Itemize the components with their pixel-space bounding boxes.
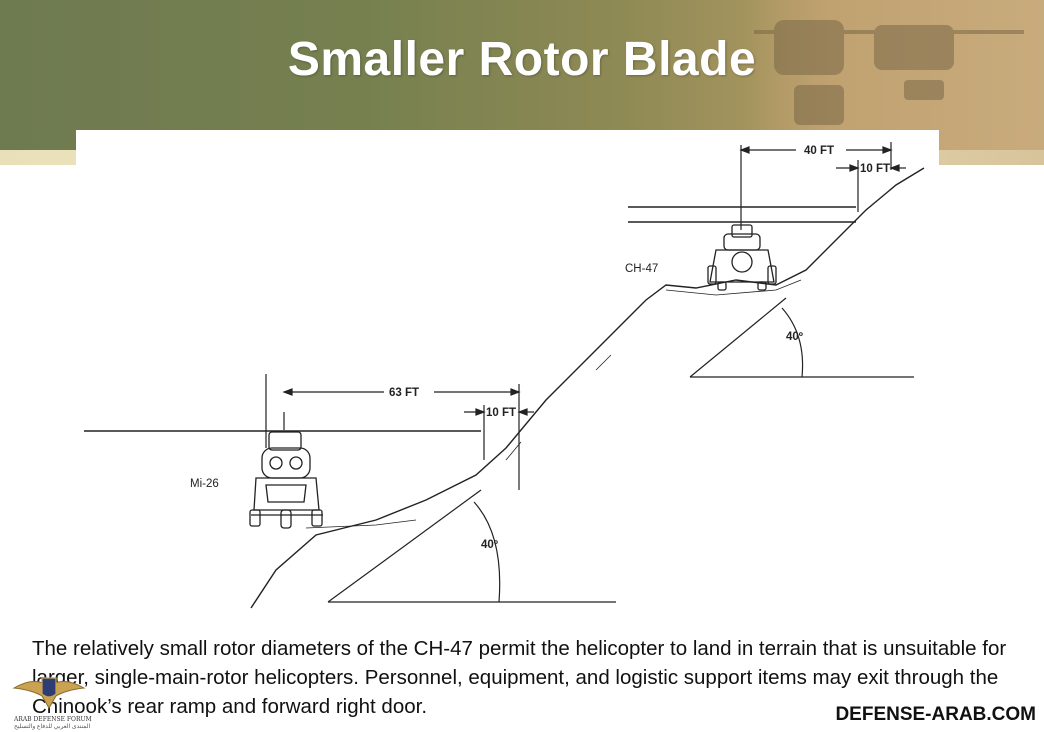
- forum-logo-text: ARAB DEFENSE FORUM: [14, 716, 92, 723]
- forum-logo: ARAB DEFENSE FORUM المنتدى العربي للدفاع…: [4, 668, 94, 732]
- ch47-slope-angle-marker: [689, 297, 914, 378]
- eagle-shield-icon: [12, 677, 86, 709]
- mi26-slope-angle-label: 40º: [481, 539, 498, 551]
- mi26-dimension-63ft: [282, 384, 521, 490]
- mi26-helicopter: [249, 431, 323, 529]
- mi26-rotor-span-label: 63 FT: [389, 387, 419, 399]
- ch47-slope-angle-label: 40º: [786, 331, 803, 343]
- helicopter-landing-diagram: Mi-26 63 FT 10 FT 40º CH-47 40 FT 10 FT …: [84, 142, 925, 609]
- ch47-label: CH-47: [625, 263, 658, 275]
- mi26-label: Mi-26: [190, 478, 219, 490]
- mi26-rotor-blade: [84, 374, 481, 448]
- slide-title: Smaller Rotor Blade: [287, 33, 757, 86]
- ch47-rotor-blades: [628, 145, 856, 230]
- site-watermark: DEFENSE-ARAB.COM: [835, 704, 1036, 725]
- terrain-slope: [250, 167, 925, 609]
- caption-text: The relatively small rotor diameters of …: [32, 637, 1007, 718]
- ch47-rotor-span-label: 40 FT: [804, 145, 834, 157]
- mi26-slope-angle-marker: [327, 489, 616, 603]
- ch47-clearance-label: 10 FT: [860, 163, 890, 175]
- ch47-dimension-40ft: [739, 142, 893, 170]
- mi26-dimension-10ft: [464, 405, 534, 460]
- ch47-helicopter: [707, 224, 777, 291]
- forum-logo-arabic-text: المنتدى العربي للدفاع والتسليح: [14, 724, 91, 730]
- caption: The relatively small rotor diameters of …: [32, 634, 1022, 721]
- mi26-clearance-label: 10 FT: [486, 407, 516, 419]
- ch47-dimension-10ft: [836, 160, 906, 212]
- diagram-panel: Mi-26 63 FT 10 FT 40º CH-47 40 FT 10 FT …: [76, 130, 939, 620]
